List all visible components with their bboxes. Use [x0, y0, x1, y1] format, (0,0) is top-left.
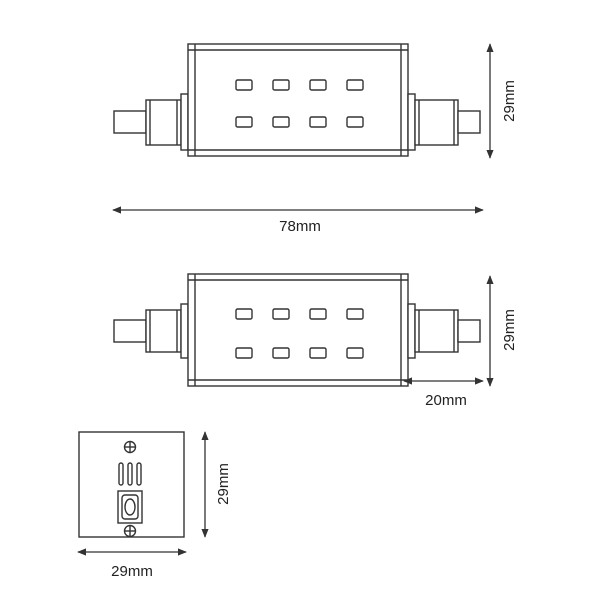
middle-lamp-led-r1-c4 [346, 308, 364, 320]
top-lamp-led-r1-c4 [346, 79, 364, 91]
middle-lamp [113, 273, 481, 387]
middle-lamp-right-ring [407, 303, 416, 359]
top-height-dimension: 29mm [486, 43, 518, 159]
top-lamp-led-r1-c3 [309, 79, 327, 91]
end-view-height-label: 29mm [215, 463, 232, 505]
middle-lamp-led-r2-c1 [235, 347, 253, 359]
end-view-height-dimension: 29mm [201, 431, 232, 538]
middle-lamp-left-ring [180, 303, 189, 359]
middle-lamp-led-r1-c1 [235, 308, 253, 320]
middle-lamp-led-r2-c2 [272, 347, 290, 359]
middle-lamp-left-collar [145, 309, 182, 353]
top-lamp-led-r2-c1 [235, 116, 253, 128]
end-view [78, 431, 185, 538]
middle-lamp-led-r1-c3 [309, 308, 327, 320]
top-lamp-led-r1-c1 [235, 79, 253, 91]
top-lamp-led-r2-c3 [309, 116, 327, 128]
top-lamp-left-collar [145, 99, 182, 146]
top-lamp-right-pin [457, 110, 481, 134]
end-view-top-pin-symbol [123, 440, 137, 454]
middle-lamp-led-r2-c4 [346, 347, 364, 359]
top-lamp [113, 43, 481, 157]
middle-lamp-body [187, 273, 409, 387]
cap-length-dimension: 20mm [403, 377, 484, 409]
middle-lamp-led-array [235, 308, 364, 359]
middle-lamp-right-collar [414, 309, 459, 353]
top-lamp-left-pin [113, 110, 147, 134]
middle-height-label: 29mm [501, 309, 518, 351]
end-view-bottom-pin-symbol [123, 524, 137, 538]
top-lamp-left-ring [180, 93, 189, 151]
length-label: 78mm [279, 218, 321, 235]
top-height-label: 29mm [501, 80, 518, 122]
top-lamp-right-collar [414, 99, 459, 146]
middle-lamp-right-pin [457, 319, 481, 343]
top-lamp-led-r2-c2 [272, 116, 290, 128]
length-dimension: 78mm [112, 206, 484, 235]
cap-length-label: 20mm [425, 392, 467, 409]
middle-height-dimension: 29mm [486, 275, 518, 387]
middle-lamp-led-r1-c2 [272, 308, 290, 320]
top-lamp-led-r1-c2 [272, 79, 290, 91]
middle-lamp-left-pin [113, 319, 147, 343]
middle-lamp-led-r2-c3 [309, 347, 327, 359]
top-lamp-led-r2-c4 [346, 116, 364, 128]
top-lamp-right-ring [407, 93, 416, 151]
end-view-vents [118, 462, 142, 486]
end-view-connector [117, 490, 143, 524]
end-view-width-label: 29mm [111, 563, 153, 580]
top-lamp-led-array [235, 79, 364, 128]
end-view-width-dimension: 29mm [77, 548, 187, 580]
top-lamp-body [187, 43, 409, 157]
